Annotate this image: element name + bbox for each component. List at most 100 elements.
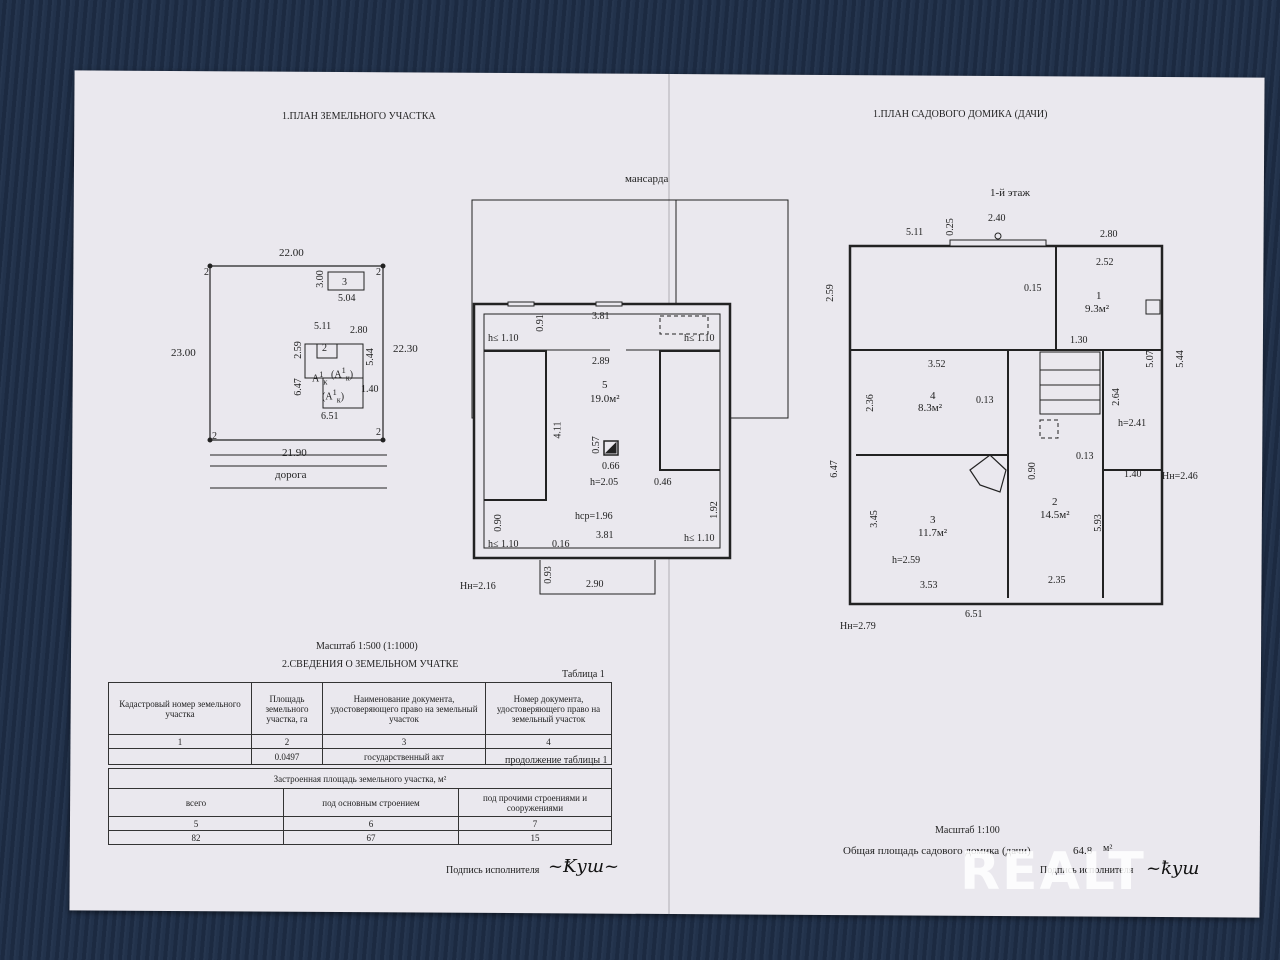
- floor-dim: 1.30: [1070, 335, 1088, 346]
- mansard-dim: 0.57: [590, 436, 602, 454]
- floor1-title: 1-й этаж: [990, 187, 1030, 199]
- table1-header: Кадастровый номер земельного участка: [108, 682, 252, 735]
- floor-dim: 2.35: [1048, 575, 1066, 586]
- mansard-height: h≤ 1.10: [488, 539, 519, 550]
- mansard-dim: 0.46: [654, 477, 672, 488]
- table1-cell: государственный акт: [322, 748, 486, 765]
- floor-dim: 3.45: [868, 510, 880, 528]
- land-left-dim: 23.00: [171, 347, 196, 359]
- scale-left: Масштаб 1:500 (1:1000): [316, 641, 418, 652]
- room3-number: 3: [930, 514, 936, 526]
- table1: Кадастровый номер земельного участка Пло…: [108, 682, 612, 765]
- signature-right: ~ꝁуш: [1146, 858, 1200, 879]
- shed-id: 3: [342, 277, 347, 288]
- shed-height: 3.00: [314, 270, 326, 288]
- table-cont-label: продолжение таблицы 1: [505, 755, 608, 766]
- corner-label: 2: [212, 431, 217, 442]
- floor-dim: 0.13: [1076, 451, 1094, 462]
- table2-cell: 82: [108, 830, 284, 845]
- table2-header: Застроенная площадь земельного участка, …: [108, 768, 612, 789]
- house-dim: 5.44: [364, 348, 376, 366]
- shed-width: 5.04: [338, 293, 356, 304]
- table1-header: Площадь земельного участка, га: [251, 682, 323, 735]
- mansard-dim: 2.89: [592, 356, 610, 367]
- land-right-dim: 22.30: [393, 343, 418, 355]
- mansard-dim: 0.66: [602, 461, 620, 472]
- mansard-dim: 3.81: [592, 311, 610, 322]
- table1-col-number: 3: [322, 734, 486, 749]
- floor-dim: 0.13: [976, 395, 994, 406]
- room2-number: 2: [1052, 496, 1058, 508]
- land-bottom-dim: 21.90: [282, 447, 307, 459]
- mansard-drawing: [471, 199, 789, 595]
- house-label-ak2: (А1к): [322, 388, 345, 405]
- table2-cell: 15: [458, 830, 612, 845]
- floor-dim: 0.25: [944, 218, 956, 236]
- road-label: дорога: [275, 469, 307, 481]
- scale-right: Масштаб 1:100: [935, 825, 1000, 836]
- corner-label: 2: [204, 267, 209, 278]
- mansard-height: h≤ 1.10: [684, 333, 715, 344]
- house-id: 2: [322, 343, 327, 354]
- table2-col-number: 7: [458, 816, 612, 831]
- corner-label: 2: [376, 267, 381, 278]
- floor-height: h=2.59: [892, 555, 921, 566]
- mansard-dim: 0.16: [552, 539, 570, 550]
- house-label-a: А1к: [312, 370, 328, 387]
- house-dim: 2.59: [292, 341, 304, 359]
- mansard-dim: 2.90: [586, 579, 604, 590]
- floor-dim: 3.52: [928, 359, 946, 370]
- room1-area: 9.3м²: [1085, 303, 1110, 315]
- floor-dim: 0.90: [1026, 462, 1038, 480]
- house-plan-title: 1.ПЛАН САДОВОГО ДОМИКА (ДАЧИ): [873, 109, 1048, 120]
- mansard-dim: 0.90: [492, 514, 504, 532]
- signature-label-left: Подпись исполнителя: [446, 865, 540, 876]
- floor-dim: 2.59: [824, 284, 836, 302]
- house-dim: 5.11: [314, 321, 332, 332]
- table1-label: Таблица 1: [562, 669, 605, 680]
- mansard-avg-height: hср=1.96: [575, 511, 613, 522]
- mansard-height: h≤ 1.10: [684, 533, 715, 544]
- total-area-value: 64.8: [1073, 845, 1093, 857]
- floor-dim: 6.51: [965, 609, 983, 620]
- room3-area: 11.7м²: [918, 527, 948, 539]
- corner-label: 2: [376, 427, 381, 438]
- floor-dim: 2.52: [1096, 257, 1114, 268]
- mansard-dim: 3.81: [596, 530, 614, 541]
- mansard-dim: 1.92: [708, 501, 720, 519]
- room4-area: 8.3м²: [918, 402, 943, 414]
- mansard-base-height: Hн=2.16: [460, 581, 496, 592]
- house-dim: 6.51: [321, 411, 339, 422]
- floor-dim: 3.53: [920, 580, 938, 591]
- floor-base-height: Hн=2.79: [840, 621, 876, 632]
- floor-dim: 1.40: [1124, 469, 1142, 480]
- table1-cell: [485, 748, 612, 765]
- mansard-room-number: 5: [602, 379, 608, 391]
- table1-cell: [108, 748, 252, 765]
- floor-dim: 5.44: [1174, 350, 1186, 368]
- floor-dim: 2.36: [864, 394, 876, 412]
- mansard-dim: 4.11: [552, 421, 564, 439]
- signature-label-right: Подпись исполнителя: [1040, 865, 1134, 876]
- table1-header: Наименование документа, удостоверяющего …: [322, 682, 486, 735]
- mansard-height: h≤ 1.10: [488, 333, 519, 344]
- mansard-dim: 0.91: [534, 314, 546, 332]
- floor1-drawing: [848, 232, 1164, 606]
- floor-dim: 2.40: [988, 213, 1006, 224]
- land-plan-title: 1.ПЛАН ЗЕМЕЛЬНОГО УЧАСТКА: [282, 111, 436, 122]
- room4-number: 4: [930, 390, 936, 402]
- floor-dim: 2.64: [1110, 388, 1122, 406]
- total-area-label: Общая площадь садового домика (дачи): [843, 845, 1031, 857]
- mansard-room-area: 19.0м²: [590, 393, 620, 405]
- table2-col-number: 5: [108, 816, 284, 831]
- mansard-height: h=2.05: [590, 477, 619, 488]
- section2-title: 2.СВЕДЕНИЯ О ЗЕМЕЛЬНОМ УЧАТКЕ: [282, 659, 459, 670]
- floor-height: h=2.41: [1118, 418, 1147, 429]
- table1-col-number: 4: [485, 734, 612, 749]
- table2-col: всего: [108, 788, 284, 817]
- floor-dim: 5.93: [1092, 514, 1104, 532]
- house-dim: 2.80: [350, 325, 368, 336]
- room1-number: 1: [1096, 290, 1102, 302]
- floor-dim: 5.07: [1144, 350, 1156, 368]
